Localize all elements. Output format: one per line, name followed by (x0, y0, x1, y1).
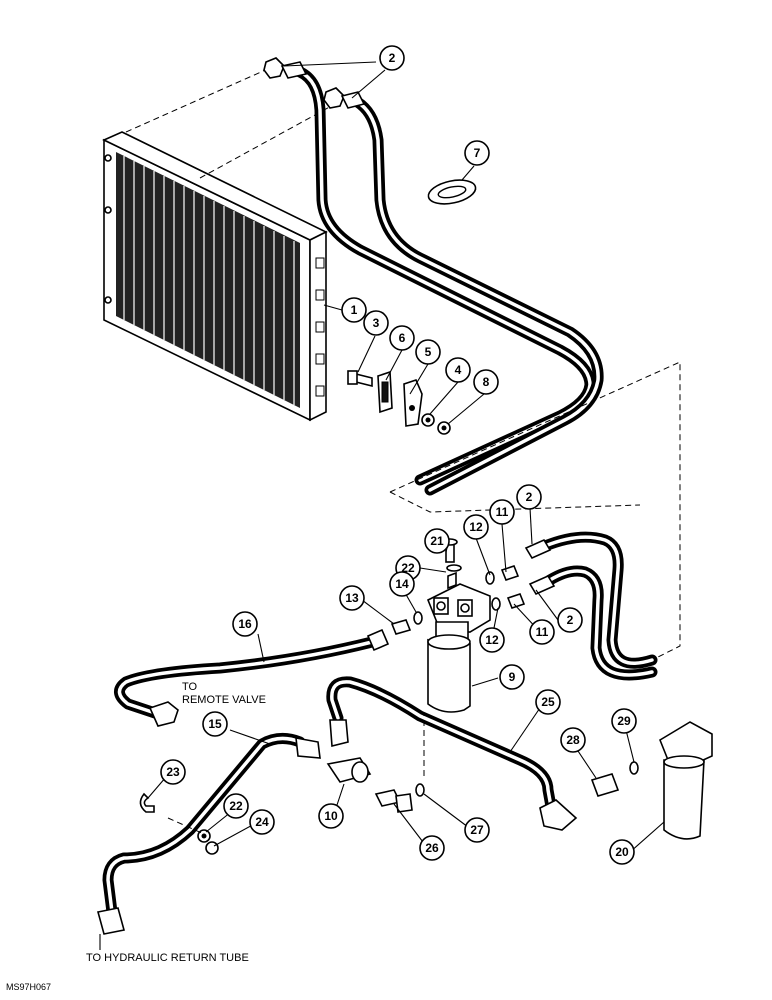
svg-text:12: 12 (485, 633, 499, 647)
svg-text:12: 12 (469, 520, 483, 534)
svg-text:21: 21 (430, 534, 444, 548)
svg-text:2: 2 (526, 490, 533, 504)
svg-text:23: 23 (166, 765, 180, 779)
hose-return (97, 733, 321, 935)
callout-10: 10 (318, 803, 344, 829)
callout-15: 15 (202, 711, 228, 737)
svg-text:13: 13 (345, 591, 359, 605)
callout-6: 6 (389, 325, 415, 351)
note-remote-valve-line1: TO (182, 681, 198, 693)
callout-2-right-lower: 2 (557, 607, 583, 633)
svg-text:24: 24 (255, 815, 269, 829)
callout-28: 28 (560, 727, 586, 753)
bracket-hardware (347, 370, 451, 435)
callout-3: 3 (363, 310, 389, 336)
callout-8: 8 (473, 369, 499, 395)
svg-text:26: 26 (425, 841, 439, 855)
callout-24: 24 (249, 809, 275, 835)
svg-text:20: 20 (615, 845, 629, 859)
callout-29: 29 (611, 708, 637, 734)
callout-2-right-upper: 2 (516, 484, 542, 510)
svg-text:11: 11 (496, 505, 509, 519)
svg-text:5: 5 (425, 345, 432, 359)
routing-guide-lines (389, 361, 681, 663)
svg-text:10: 10 (324, 809, 338, 823)
svg-text:14: 14 (395, 577, 409, 591)
callout-23: 23 (160, 759, 186, 785)
second-filter (590, 721, 713, 840)
svg-text:29: 29 (617, 714, 631, 728)
hose-25 (326, 676, 578, 831)
grommet (427, 179, 477, 205)
note-remote-valve-line2: REMOTE VALVE (182, 694, 266, 706)
callouts: 2 7 1 3 6 5 4 8 2 11 12 21 22 14 13 12 1… (160, 45, 637, 865)
callout-27: 27 (464, 817, 490, 843)
tee-fittings (326, 757, 425, 813)
hose-remote-valve (114, 628, 390, 727)
left-adapter-fittings (390, 611, 423, 635)
svg-text:6: 6 (399, 331, 406, 345)
callout-26: 26 (419, 835, 445, 861)
svg-text:1: 1 (351, 303, 358, 317)
cooler-guide-lines (125, 67, 336, 179)
upper-adapter-fittings (485, 565, 526, 611)
figure-code: MS97H067 (6, 982, 51, 992)
oil-cooler (102, 131, 328, 422)
callout-4: 4 (445, 357, 471, 383)
leader-lines (147, 61, 665, 853)
svg-text:27: 27 (470, 823, 484, 837)
callout-2-top: 2 (379, 45, 405, 71)
svg-text:4: 4 (455, 363, 462, 377)
callout-9: 9 (499, 664, 525, 690)
svg-text:2: 2 (567, 613, 574, 627)
svg-text:28: 28 (566, 733, 580, 747)
svg-text:15: 15 (208, 717, 222, 731)
callout-22-lower: 22 (223, 793, 249, 819)
svg-text:2: 2 (389, 51, 396, 65)
callout-11-upper: 11 (489, 499, 515, 525)
diagram-notes: TO REMOTE VALVE TO HYDRAULIC RETURN TUBE… (6, 681, 266, 992)
lower-right-hoses (524, 531, 658, 681)
callout-16: 16 (232, 611, 258, 637)
clamp-hardware (139, 792, 219, 855)
callout-25: 25 (535, 689, 561, 715)
callout-14: 14 (389, 571, 415, 597)
filter-assembly (426, 538, 491, 713)
svg-text:16: 16 (238, 617, 252, 631)
svg-text:8: 8 (483, 375, 490, 389)
callout-12-upper: 12 (463, 514, 489, 540)
svg-text:22: 22 (229, 799, 243, 813)
callout-20: 20 (609, 839, 635, 865)
callout-7: 7 (464, 140, 490, 166)
callout-11-lower: 11 (529, 619, 555, 645)
svg-text:11: 11 (536, 625, 549, 639)
upper-hoses (263, 57, 604, 496)
callout-13: 13 (339, 585, 365, 611)
svg-text:25: 25 (541, 695, 555, 709)
callout-1: 1 (341, 297, 367, 323)
callout-21: 21 (424, 528, 450, 554)
note-hydraulic-return-tube: TO HYDRAULIC RETURN TUBE (86, 952, 249, 964)
svg-text:9: 9 (509, 670, 516, 684)
svg-text:7: 7 (474, 146, 481, 160)
callout-12-lower: 12 (479, 627, 505, 653)
svg-text:3: 3 (373, 316, 380, 330)
callout-5: 5 (415, 339, 441, 365)
